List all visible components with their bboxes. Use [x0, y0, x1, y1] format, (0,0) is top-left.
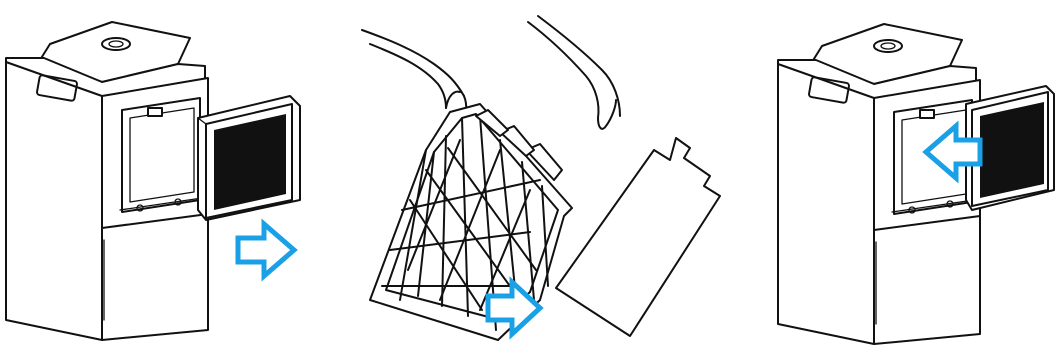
- hand-right: [528, 16, 620, 129]
- step-3-illustration: [760, 0, 1055, 352]
- pleated-filter: [370, 104, 572, 340]
- hand-left: [362, 30, 466, 120]
- step-1-remove-filter: [0, 0, 320, 352]
- step-2-separate-filters: [330, 0, 750, 352]
- step-1-illustration: [0, 0, 320, 352]
- step-3-insert-filter: [760, 0, 1055, 352]
- dehumidifier-unit: [6, 22, 208, 340]
- dehumidifier-unit: [778, 24, 980, 344]
- filter-cassette: [198, 96, 300, 220]
- step-2-illustration: [330, 0, 750, 352]
- arrow-right-icon: [238, 224, 294, 276]
- flat-filter-sheet: [556, 138, 720, 336]
